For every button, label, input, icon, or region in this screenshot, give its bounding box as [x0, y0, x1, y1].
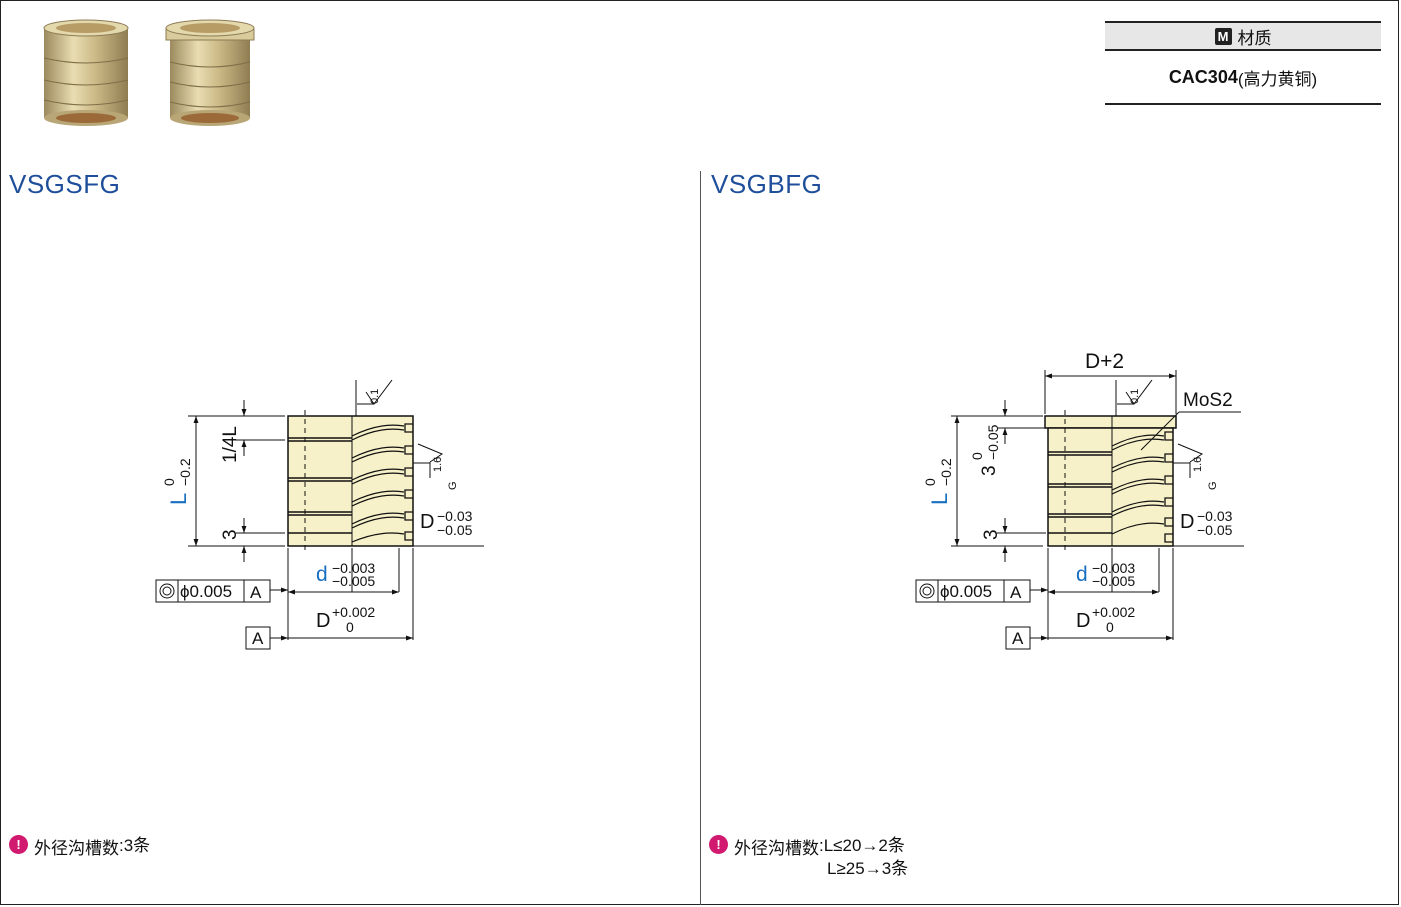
- vsgsfg-roughness-inner: 0.1: [369, 389, 381, 404]
- vsgsfg-inner-tol-upper: −0.003: [332, 560, 375, 576]
- vsgbfg-length-tol-lower: −0.2: [938, 458, 954, 486]
- vsgbfg-inner-tol-lower: −0.005: [1092, 573, 1135, 589]
- vsgbfg-groove-dia-tol-lower: −0.05: [1197, 522, 1233, 538]
- vsgsfg-datum-ref: A: [250, 583, 262, 602]
- vsgsfg-groove-pitch: 3: [220, 529, 241, 540]
- vsgbfg-flange-thickness: 3: [979, 465, 1000, 476]
- note-vsgbfg: ! 外径沟槽数 :L≤20→2条 L≥25→3条: [709, 834, 908, 880]
- vsgbfg-flange-tol-upper: 0: [969, 452, 985, 460]
- vsgbfg-concentricity: ϕ0.005: [940, 582, 992, 601]
- vsgbfg-datum-label: A: [1012, 629, 1024, 648]
- vsgbfg-outer-label: D: [1076, 610, 1090, 632]
- vsgbfg-groove-dia-label: D: [1180, 511, 1194, 533]
- vsgsfg-length-label: L: [166, 493, 191, 505]
- vsgbfg-length-label: L: [927, 493, 952, 505]
- material-header: M 材质: [1105, 21, 1381, 51]
- vsgsfg-groove-dia-tol-upper: −0.03: [437, 508, 473, 524]
- vsgbfg-groove-dia-tol-upper: −0.03: [1197, 508, 1233, 524]
- material-table: M 材质 CAC304 (高力黄铜): [1105, 21, 1381, 105]
- vsgsfg-groove-dia-label: D: [420, 511, 434, 533]
- material-code: CAC304: [1168, 66, 1238, 87]
- material-badge-icon: M: [1214, 27, 1232, 45]
- note-vsgsfg: ! 外径沟槽数 :3条: [9, 834, 150, 859]
- drawing-vsgsfg: L 0 −0.2 1/4L 3 d −0.003 −0.005 D +0.002…: [155, 379, 484, 650]
- vsgbfg-roughness-inner: 0.1: [1129, 389, 1141, 404]
- vsgsfg-inner-label: d: [316, 563, 328, 586]
- vsgbfg-flange-tol-lower: −0.05: [985, 424, 1001, 460]
- drawing-vsgbfg: D+2 MoS2 L 0 −0.2 3 0 −0.05 3 d −0.003 −…: [915, 350, 1244, 650]
- vsgsfg-datum-label: A: [252, 629, 264, 648]
- vsgsfg-grind-mark: G: [447, 481, 459, 490]
- note-line: :3条: [119, 836, 151, 855]
- product-photo-straight: [43, 19, 129, 126]
- product-photo-flanged: [165, 19, 255, 126]
- vsgbfg-inner-label: d: [1076, 563, 1088, 586]
- vsgsfg-length-tol-upper: 0: [161, 478, 177, 486]
- material-header-label: 材质: [1237, 28, 1272, 48]
- vsgsfg-length-tol-lower: −0.2: [177, 458, 193, 486]
- material-value: CAC304 (高力黄铜): [1105, 51, 1381, 105]
- vsgbfg-flange-dia: D+2: [1085, 350, 1124, 373]
- note-label: 外径沟槽数: [734, 839, 819, 858]
- vsgbfg-outer-tol-upper: +0.002: [1092, 604, 1135, 620]
- vsgsfg-outer-tol-lower: 0: [346, 619, 354, 635]
- vsgbfg-roughness-outer: 1.6: [1192, 457, 1204, 472]
- vsgbfg-grind-mark: G: [1207, 481, 1219, 490]
- vsgbfg-outer-tol-lower: 0: [1106, 619, 1114, 635]
- note-line: L≥25→3条: [827, 859, 909, 878]
- alert-icon: !: [9, 835, 28, 854]
- column-divider: [700, 171, 701, 905]
- vsgsfg-outer-tol-upper: +0.002: [332, 604, 375, 620]
- vsgbfg-inner-tol-upper: −0.003: [1092, 560, 1135, 576]
- vsgbfg-datum-ref: A: [1010, 583, 1022, 602]
- vsgsfg-roughness-outer: 1.6: [432, 457, 444, 472]
- vsgbfg-groove-pitch: 3: [981, 529, 1002, 540]
- material-description: (高力黄铜): [1237, 69, 1318, 89]
- section-title-vsgbfg: VSGBFG: [711, 169, 823, 199]
- vsgsfg-quarter-label: 1/4L: [220, 426, 241, 463]
- vsgsfg-concentricity: ϕ0.005: [180, 582, 232, 601]
- note-label: 外径沟槽数: [34, 839, 119, 858]
- vsgsfg-groove-dia-tol-lower: −0.05: [437, 522, 473, 538]
- vsgsfg-inner-tol-lower: −0.005: [332, 573, 375, 589]
- note-line: :L≤20→2条: [819, 836, 905, 855]
- vsgsfg-outer-label: D: [316, 610, 330, 632]
- section-title-vsgsfg: VSGSFG: [9, 169, 121, 199]
- vsgbfg-lubricant: MoS2: [1183, 390, 1233, 411]
- vsgbfg-length-tol-upper: 0: [922, 478, 938, 486]
- alert-icon: !: [709, 835, 728, 854]
